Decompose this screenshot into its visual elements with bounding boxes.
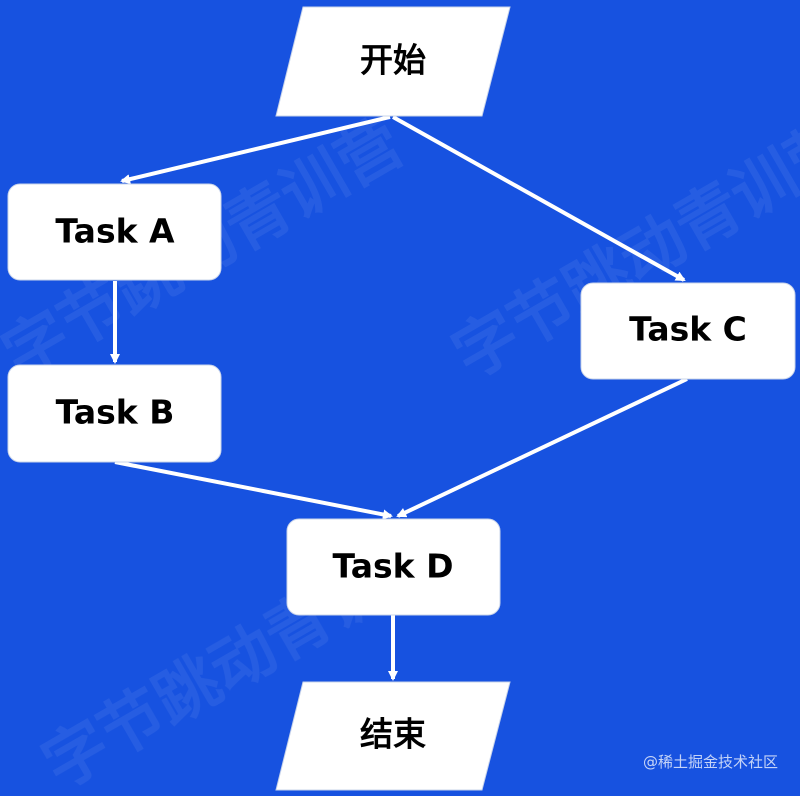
node-task-c: Task C: [580, 282, 796, 380]
node-start: 开始: [275, 6, 511, 117]
node-task-b: Task B: [7, 364, 222, 463]
start-label: 开始: [360, 41, 426, 80]
edge-start-to-task-c: [392, 115, 686, 282]
node-end: 结束: [275, 681, 511, 791]
edges: [110, 115, 688, 681]
task-a-label: Task A: [55, 212, 175, 251]
task-d-label: Task D: [333, 547, 454, 586]
edge-start-to-task-a: [120, 115, 391, 185]
source-credit: @稀土掘金技术社区: [642, 753, 778, 771]
task-c-label: Task C: [629, 310, 747, 349]
end-shape: [275, 681, 511, 791]
task-b-label: Task B: [56, 393, 175, 432]
end-label: 结束: [360, 715, 426, 754]
task-d-box: [286, 518, 501, 616]
node-task-a: Task A: [7, 183, 222, 281]
edge-task-b-to-task-d: [114, 460, 393, 520]
task-c-box: [580, 282, 796, 380]
edge-task-c-to-task-d: [396, 377, 688, 518]
task-a-box: [7, 183, 222, 281]
task-b-box: [7, 364, 222, 463]
node-task-d: Task D: [286, 518, 501, 616]
start-shape: [275, 6, 511, 117]
